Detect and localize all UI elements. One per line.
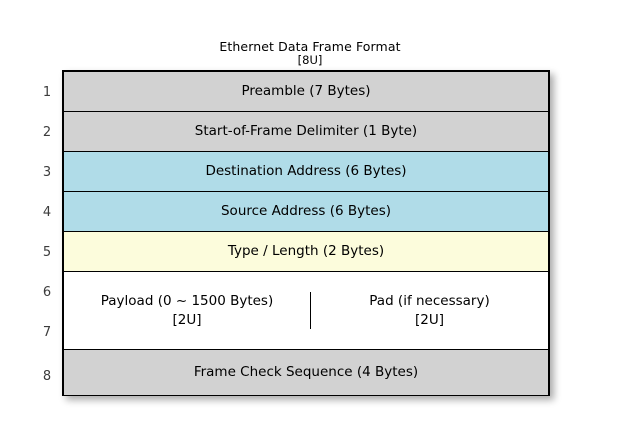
diagram-title: Ethernet Data Frame Format [8U] (0, 39, 620, 68)
frame-field-start-of-frame-delimiter-label: Start-of-Frame Delimiter (1 Byte) (194, 123, 418, 140)
frame-field-pad: Pad (if necessary) [2U] (311, 292, 548, 330)
frame-field-payload-pad-row: Payload (0 ~ 1500 Bytes) [2U] Pad (if ne… (64, 272, 548, 350)
diagram-title-sub: [8U] (297, 53, 323, 68)
frame-field-type-length-label: Type / Length (2 Bytes) (227, 243, 385, 260)
frame-field-source-address: Source Address (6 Bytes) (64, 192, 548, 232)
frame-field-destination-address: Destination Address (6 Bytes) (64, 152, 548, 192)
row-number-3: 3 (42, 165, 52, 180)
diagram-title-main: Ethernet Data Frame Format (219, 39, 401, 54)
frame-field-start-of-frame-delimiter: Start-of-Frame Delimiter (1 Byte) (64, 112, 548, 152)
frame-field-source-address-label: Source Address (6 Bytes) (220, 203, 391, 220)
frame-field-destination-address-label: Destination Address (6 Bytes) (205, 163, 407, 180)
frame-field-preamble-label: Preamble (7 Bytes) (241, 83, 371, 100)
row-number-2: 2 (42, 125, 52, 140)
frame-field-payload: Payload (0 ~ 1500 Bytes) [2U] (64, 291, 311, 330)
row-number-7: 7 (42, 325, 52, 340)
row-number-6: 6 (42, 285, 52, 300)
row-number-8: 8 (42, 369, 52, 384)
frame-field-preamble: Preamble (7 Bytes) (64, 72, 548, 112)
frame-field-pad-sublabel: [2U] (414, 311, 444, 328)
row-number-4: 4 (42, 205, 52, 220)
frame-field-type-length: Type / Length (2 Bytes) (64, 232, 548, 272)
row-number-5: 5 (42, 245, 52, 260)
frame-table: Preamble (7 Bytes) Start-of-Frame Delimi… (62, 70, 550, 396)
frame-field-payload-label: Payload (0 ~ 1500 Bytes) (100, 292, 274, 309)
frame-field-pad-label: Pad (if necessary) (369, 292, 490, 309)
row-number-1: 1 (42, 85, 52, 100)
row-number-gutter: 1 2 3 4 5 6 7 8 (34, 70, 60, 396)
frame-field-frame-check-sequence: Frame Check Sequence (4 Bytes) (64, 350, 548, 395)
frame-field-payload-sublabel: [2U] (172, 311, 202, 328)
frame-field-frame-check-sequence-label: Frame Check Sequence (4 Bytes) (193, 364, 419, 381)
